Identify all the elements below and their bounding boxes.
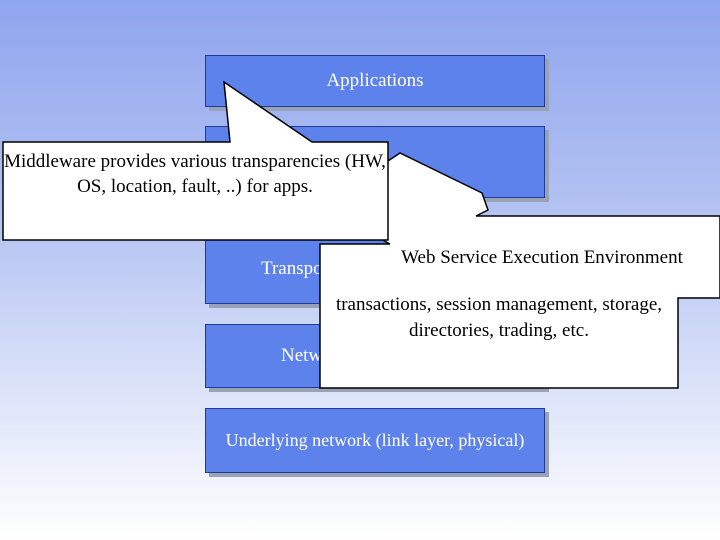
transport-label: Transpo	[261, 258, 323, 279]
network-label: Netw	[281, 345, 323, 366]
web-service-title: Web Service Execution Environment	[401, 247, 683, 268]
link-layer-label: Underlying network (link layer, physical…	[225, 430, 525, 450]
middleware-label-fragment: va	[388, 170, 406, 191]
applications-label: Applications	[326, 70, 424, 91]
middleware-note: Middleware provides various transparenci…	[4, 151, 386, 197]
link-layer: Underlying network (link layer, physical…	[205, 408, 545, 473]
web-service-detail: transactions, session management, storag…	[335, 294, 663, 341]
applications-layer: Applications	[205, 55, 545, 107]
